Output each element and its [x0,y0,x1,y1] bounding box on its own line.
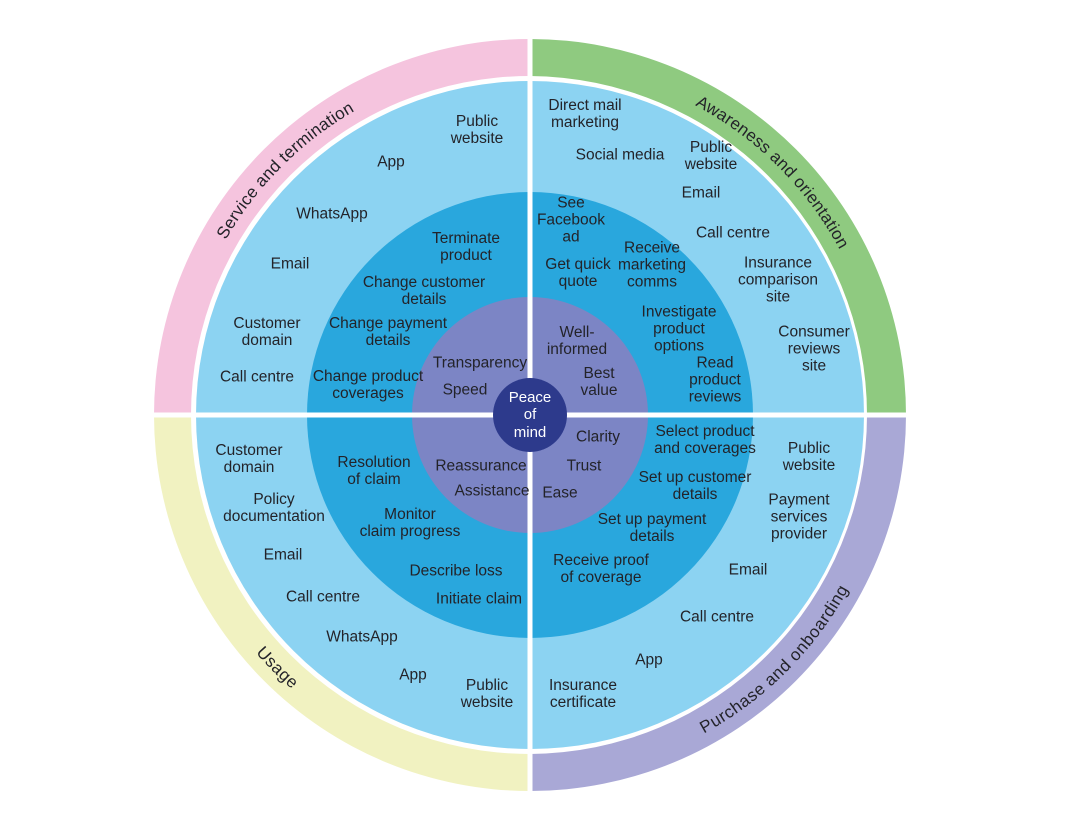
channel-label: Email [681,184,721,202]
activity-label: Get quick quote [545,256,611,290]
channel-label: Insurance comparison site [737,254,819,306]
channel-label: Direct mail marketing [548,97,622,131]
value-label: Transparency [432,354,528,372]
channel-label: Customer domain [215,442,283,476]
activity-label: Investigate product options [641,303,717,355]
activity-label: Set up customer details [638,469,752,503]
channel-label: Payment services provider [768,491,830,543]
channel-label: Call centre [285,588,361,606]
channel-label: Insurance certificate [548,677,618,711]
value-label: Trust [566,457,602,475]
activity-label: Set up payment details [597,511,707,545]
activity-label: Change product coverages [312,368,424,402]
channel-label: Public website [684,139,738,173]
channel-label: Public website [782,440,836,474]
channel-label: Call centre [219,368,295,386]
activity-label: Receive marketing comms [617,239,687,291]
channel-label: Email [263,546,303,564]
center-circle [493,378,567,452]
value-label: Speed [442,381,488,399]
center-label: Peace of mind [508,388,552,441]
activity-label: Monitor claim progress [359,506,461,540]
channel-label: Public website [460,677,514,711]
activity-label: See Facebook ad [536,194,606,246]
activity-label: Initiate claim [435,590,523,608]
activity-label: Select product and coverages [654,423,756,457]
channel-label: App [399,666,427,684]
activity-label: Resolution of claim [337,454,411,488]
activity-label: Terminate product [431,230,501,264]
awareness-quadrant-ring [530,39,906,415]
activity-label: Receive proof of coverage [553,552,649,586]
usage-quadrant-ring [154,415,530,791]
value-label: Clarity [576,428,620,446]
channel-label: Email [728,561,768,579]
channel-label: Call centre [695,224,771,242]
value-label: Ease [542,484,578,502]
purchase-quadrant-ring [530,415,906,791]
activity-label: Describe loss [409,562,503,580]
value-label: Assistance [454,482,530,500]
channel-label: WhatsApp [296,205,368,223]
value-label: Reassurance [435,457,527,475]
channel-label: Customer domain [233,315,301,349]
value-label: Best value [580,365,618,399]
channel-label: Consumer reviews site [778,323,850,375]
channel-label: Social media [575,146,665,164]
channel-label: Policy documentation [223,491,325,525]
channel-label: Public website [450,113,504,147]
activity-label: Change payment details [328,315,448,349]
channel-label: App [377,153,405,171]
channel-label: WhatsApp [326,628,398,646]
channel-label: App [635,651,663,669]
channel-label: Call centre [679,608,755,626]
service-quadrant-ring [154,39,530,415]
activity-label: Read product reviews [688,354,742,406]
activity-label: Change customer details [362,274,486,308]
channel-label: Email [270,255,310,273]
value-label: Well- informed [546,324,608,358]
